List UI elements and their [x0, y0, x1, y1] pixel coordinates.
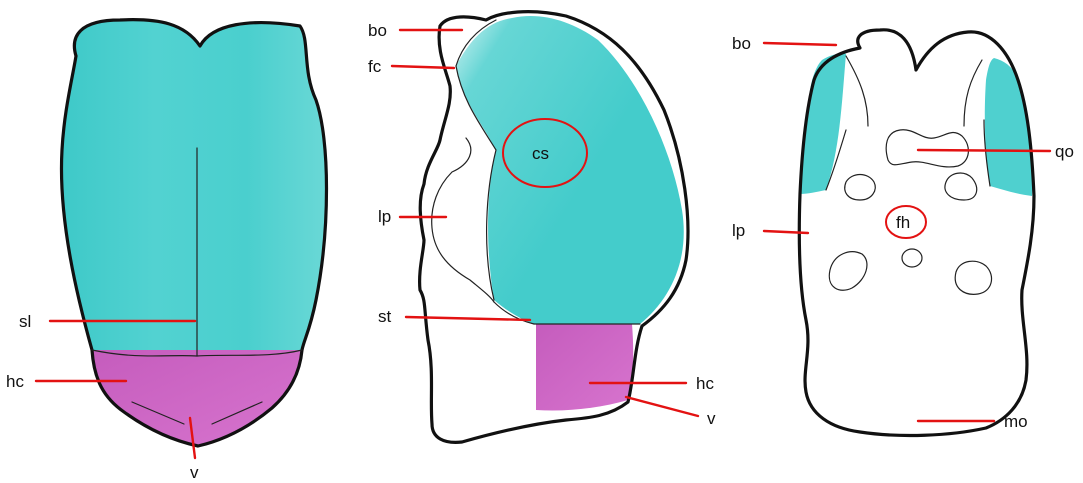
left-magenta-region — [92, 350, 302, 446]
left-panel: sl hc v — [6, 20, 327, 482]
middle-leader-v — [626, 397, 698, 416]
right-label-lp: lp — [732, 221, 745, 240]
middle-label-v: v — [707, 409, 716, 428]
middle-label-bo: bo — [368, 21, 387, 40]
right-hole-lower-right — [955, 261, 991, 294]
right-hole-upper-right — [945, 173, 977, 200]
right-label-qo: qo — [1055, 142, 1074, 161]
right-leader-qo — [918, 150, 1050, 151]
middle-label-st: st — [378, 307, 392, 326]
middle-label-fc: fc — [368, 57, 382, 76]
left-label-v: v — [190, 463, 199, 482]
right-label-fh: fh — [896, 213, 910, 232]
right-label-bo: bo — [732, 34, 751, 53]
right-cyan-patch-right — [985, 58, 1033, 196]
left-label-sl: sl — [19, 312, 31, 331]
left-label-hc: hc — [6, 372, 24, 391]
middle-panel: bo fc cs lp st hc v — [368, 12, 716, 443]
right-oblique-line-left — [846, 56, 868, 126]
right-leader-lp — [764, 231, 808, 233]
right-hole-lower-left — [829, 252, 867, 291]
middle-magenta-region — [536, 324, 633, 411]
right-occipital-outline — [886, 130, 968, 167]
middle-label-cs: cs — [532, 144, 549, 163]
right-label-mo: mo — [1004, 412, 1028, 431]
right-hole-center — [902, 249, 922, 267]
right-panel: bo qo lp fh mo — [732, 30, 1074, 436]
right-hole-upper-left — [845, 175, 875, 201]
middle-label-hc: hc — [696, 374, 714, 393]
left-cyan-region — [61, 20, 326, 352]
right-leader-bo — [764, 43, 836, 45]
middle-label-lp: lp — [378, 207, 391, 226]
middle-lateral-plate-line — [432, 138, 494, 302]
right-oblique-line-right — [964, 60, 982, 126]
